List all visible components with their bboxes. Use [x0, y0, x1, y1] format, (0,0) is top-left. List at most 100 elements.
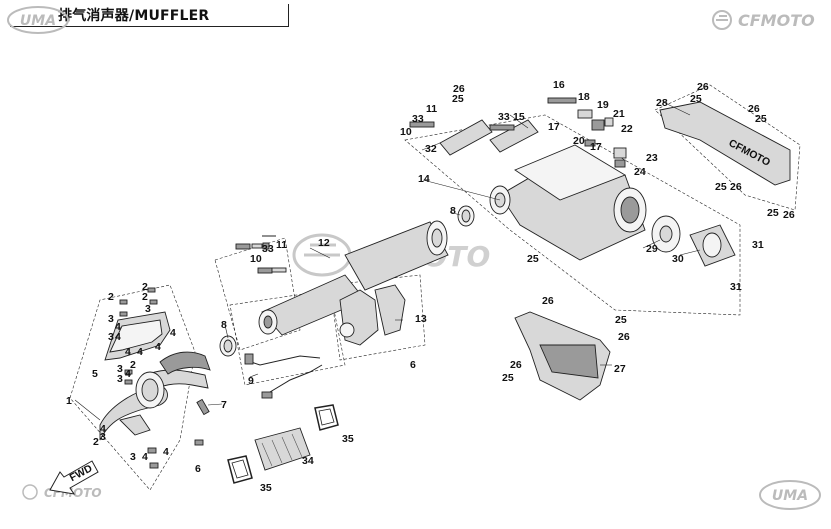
callout: 12 [318, 237, 330, 249]
leader-lines [74, 101, 701, 421]
callout: 26 [697, 81, 709, 93]
group-box-header [69, 284, 196, 491]
callout: 5 [92, 368, 98, 380]
callout: 32 [425, 143, 437, 155]
callout: 3 [145, 303, 151, 315]
svg-text:CFMOTO: CFMOTO [738, 11, 815, 30]
callout: 30 [672, 253, 684, 265]
ring-29 [651, 215, 681, 253]
callout: 26 [730, 181, 742, 193]
callout: 6 [195, 463, 201, 475]
callout: 34 [302, 455, 314, 467]
header-pipe [99, 351, 211, 441]
callout: 25 [767, 207, 779, 219]
callout: 17 [548, 121, 560, 133]
clamp-hardware-top [547, 97, 627, 168]
callout: 11 [426, 103, 437, 115]
muffler-cover-28: CFMOTO [659, 101, 791, 186]
callout: 28 [656, 97, 668, 109]
callout: 17 [590, 141, 602, 153]
group-box-bolts-left [214, 237, 301, 351]
uma-logo-top-left: UMA [7, 6, 69, 34]
callout: 4 [142, 451, 148, 463]
callout-numbers: 1 2 2 2 2 2 3 3 3 3 3 3 3 4 4 4 4 4 4 4 … [66, 79, 795, 494]
callout: 15 [513, 111, 525, 123]
svg-text:UMA: UMA [20, 13, 56, 29]
callout: 26 [783, 209, 795, 221]
heat-shield-32 [409, 119, 539, 156]
callout: 1 [66, 395, 72, 407]
callout: 11 [276, 239, 287, 251]
callout: 25 [690, 93, 702, 105]
small-hardware-left [119, 287, 210, 469]
callout: 7 [221, 399, 227, 411]
callout: 16 [553, 79, 565, 91]
callout: 4 [155, 341, 161, 353]
callout: 9 [248, 375, 254, 387]
callout: 8 [221, 319, 227, 331]
callout: 4 [125, 346, 131, 358]
callout: 13 [415, 313, 427, 325]
title-frame [10, 4, 289, 27]
callout: 26 [748, 103, 760, 115]
group-box-cover [654, 84, 801, 211]
svg-text:UMA: UMA [772, 488, 808, 504]
heat-wrap-34 [254, 427, 311, 471]
callout: 35 [260, 482, 272, 494]
callout: 19 [597, 99, 609, 111]
callout: 8 [450, 205, 456, 217]
callout: 24 [634, 166, 646, 178]
lower-heat-shield-27 [514, 311, 611, 401]
callout: 3 [130, 451, 136, 463]
callout: 26 [510, 359, 522, 371]
mount-bracket [339, 284, 406, 346]
callout: 10 [400, 126, 412, 138]
callout: 26 [618, 331, 630, 343]
o2-sensor-9 [244, 353, 323, 399]
callout: 3 [100, 431, 106, 443]
callout: 23 [646, 152, 658, 164]
callout: 25 [615, 314, 627, 326]
muffler-body [489, 144, 647, 261]
callout: 14 [418, 173, 430, 185]
callout: 4 [170, 327, 176, 339]
callout: 25 [527, 253, 539, 265]
callout: 22 [621, 123, 633, 135]
callout: 31 [752, 239, 764, 251]
bolt-set-left [235, 235, 287, 274]
callout: 2 [130, 359, 136, 371]
callout: 3 [108, 331, 114, 343]
seal-ring-8-left [219, 335, 237, 357]
callout: 2 [93, 436, 99, 448]
cfmoto-logo-top-right: CFMOTO [712, 10, 815, 30]
callout: 21 [613, 108, 625, 120]
callout: 18 [578, 91, 590, 103]
mid-pipe-catalyst [258, 220, 449, 336]
callout: 25 [502, 372, 514, 384]
callout: 29 [646, 243, 658, 255]
callout: 25 [755, 113, 767, 125]
callout: 3 [117, 373, 123, 385]
callout: 10 [250, 253, 262, 265]
callout: 33 [498, 111, 510, 123]
callout: 33 [412, 113, 424, 125]
callout: 4 [115, 331, 121, 343]
gasket-35-upper [314, 404, 339, 431]
page-title: 排气消声器/MUFFLER [58, 8, 210, 24]
callout: 26 [542, 295, 554, 307]
callout: 4 [100, 423, 106, 435]
gasket-35-lower [227, 455, 253, 484]
callout: 4 [125, 368, 131, 380]
callout: 4 [115, 321, 121, 333]
uma-logo-bottom-right: UMA [759, 480, 821, 510]
callout: 2 [142, 291, 148, 303]
callout: 33 [262, 243, 274, 255]
callout: 27 [614, 363, 626, 375]
tailpipe-30 [689, 224, 736, 267]
callout: 35 [342, 433, 354, 445]
callout: 3 [108, 313, 114, 325]
callout: 4 [163, 446, 169, 458]
group-box-muffler [404, 114, 741, 316]
